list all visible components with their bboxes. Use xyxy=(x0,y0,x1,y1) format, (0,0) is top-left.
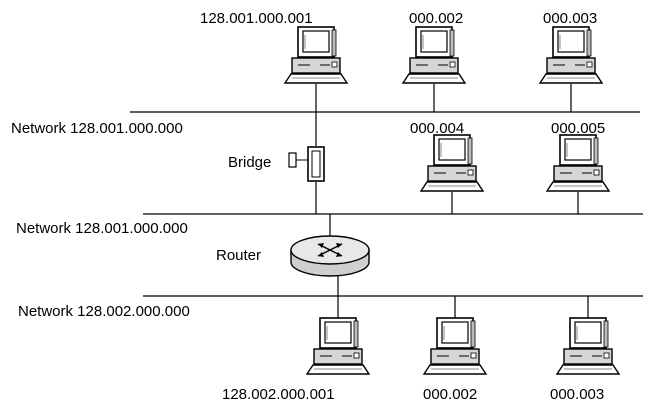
host-address-label: 000.004 xyxy=(410,120,465,137)
host-address-label: 000.005 xyxy=(551,120,606,137)
computer-icon xyxy=(423,317,487,375)
computer-icon xyxy=(402,26,466,84)
host-address-label: 000.003 xyxy=(550,386,605,403)
network-label: Network 128.001.000.000 xyxy=(16,220,188,237)
host-address-label: 128.001.000.001 xyxy=(200,10,313,27)
host-address-label: 000.003 xyxy=(543,10,598,27)
host-address-label: 128.002.000.001 xyxy=(222,386,335,403)
computer-icon xyxy=(284,26,348,84)
computer-icon xyxy=(306,317,370,375)
host-address-label: 000.002 xyxy=(423,386,478,403)
computer-icon xyxy=(556,317,620,375)
computer-icon xyxy=(546,134,610,192)
router-label: Router xyxy=(216,247,262,264)
bridge-icon xyxy=(288,146,325,182)
computer-icon xyxy=(539,26,603,84)
computer-icon xyxy=(420,134,484,192)
router-icon xyxy=(290,235,370,277)
host-address-label: 000.002 xyxy=(409,10,464,27)
network-label: Network 128.002.000.000 xyxy=(18,303,190,320)
network-label: Network 128.001.000.000 xyxy=(11,120,183,137)
bridge-label: Bridge xyxy=(228,154,272,171)
